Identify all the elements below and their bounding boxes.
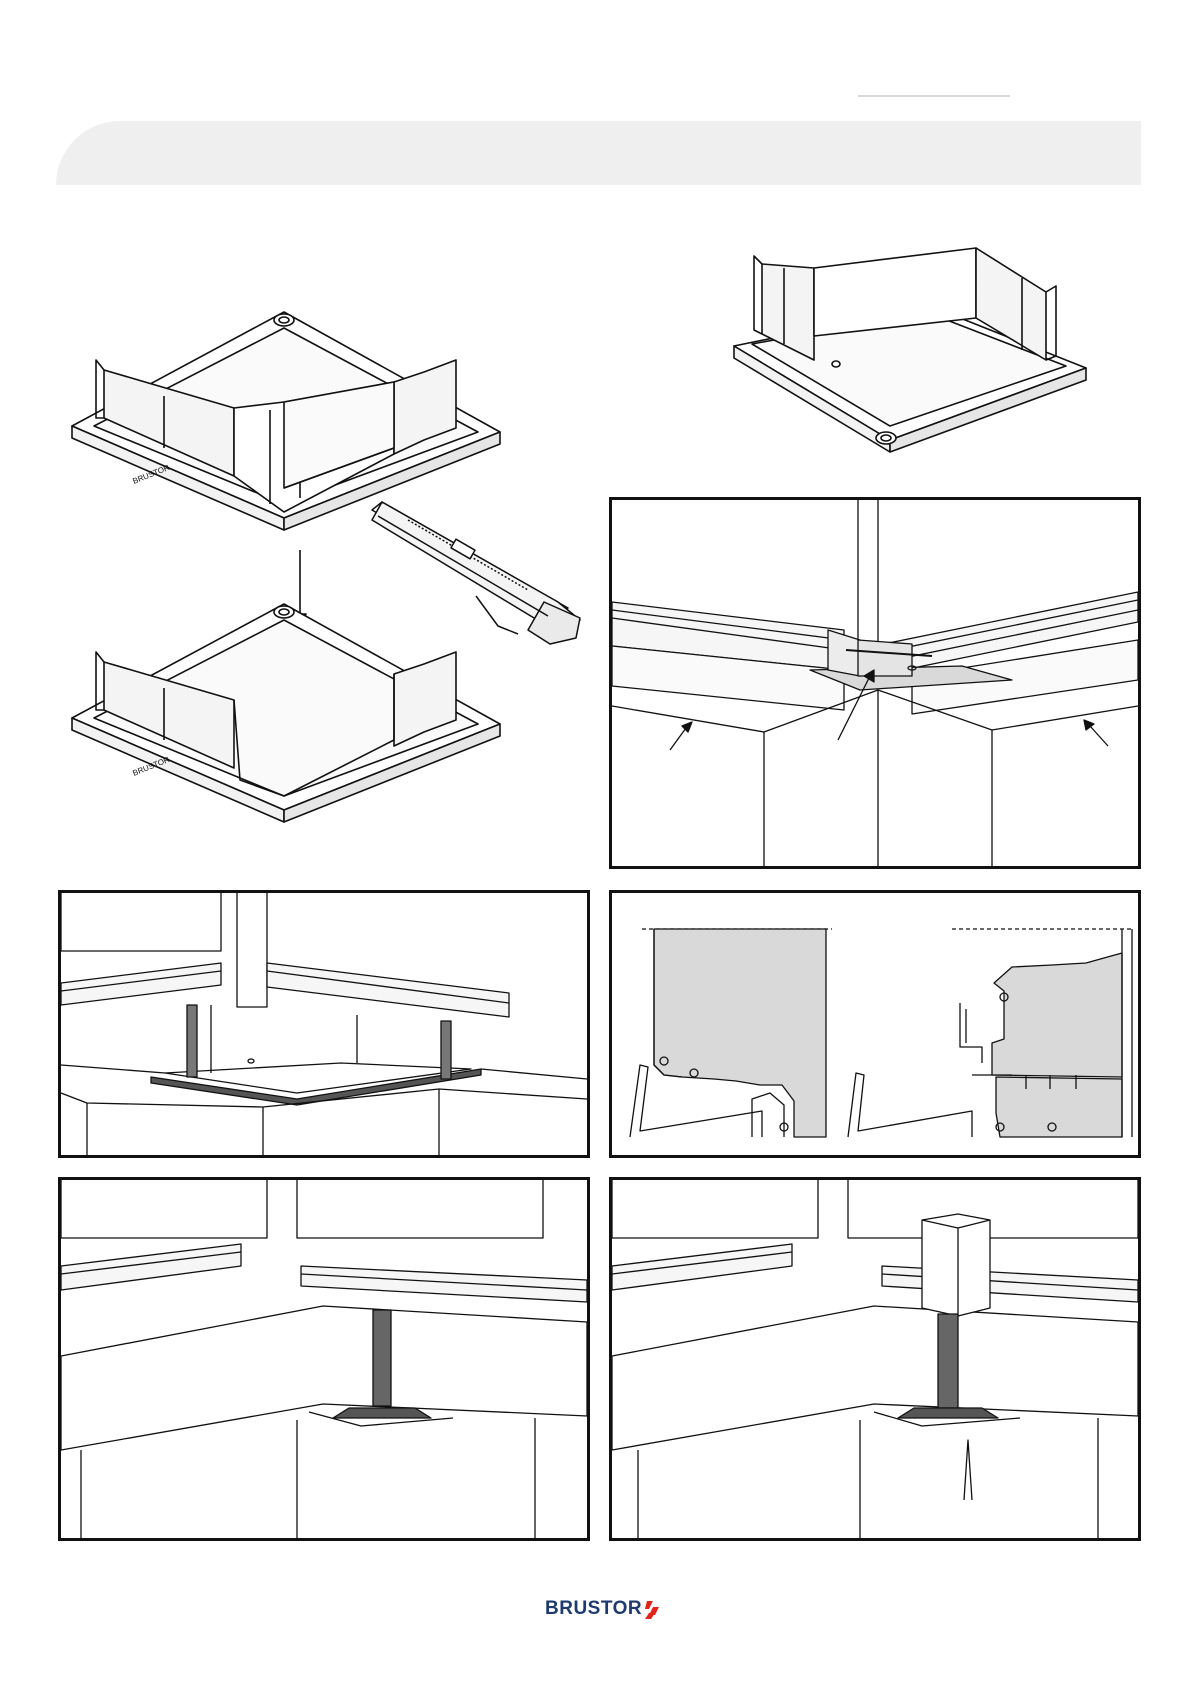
header-band <box>56 121 1141 185</box>
brand-logo: BRUSTOR <box>545 1595 661 1625</box>
detail-frame-pedestal-cap <box>609 1177 1141 1541</box>
detail-frame-pedestal <box>58 1177 590 1541</box>
brand-mark-icon <box>643 1599 661 1621</box>
header-rule <box>858 95 1010 97</box>
utility-knife-icon <box>368 498 592 650</box>
arrow-left-icon <box>670 722 692 750</box>
detail-frame-corner-joint <box>609 497 1141 869</box>
detail-frame-tray-membrane <box>58 890 590 1158</box>
brand-name: BRUSTOR <box>545 1598 642 1620</box>
detail-frame-profile-sections <box>609 890 1141 1158</box>
assembled-corner-tray-diagram <box>730 234 1090 470</box>
arrow-right-icon <box>1084 720 1108 746</box>
